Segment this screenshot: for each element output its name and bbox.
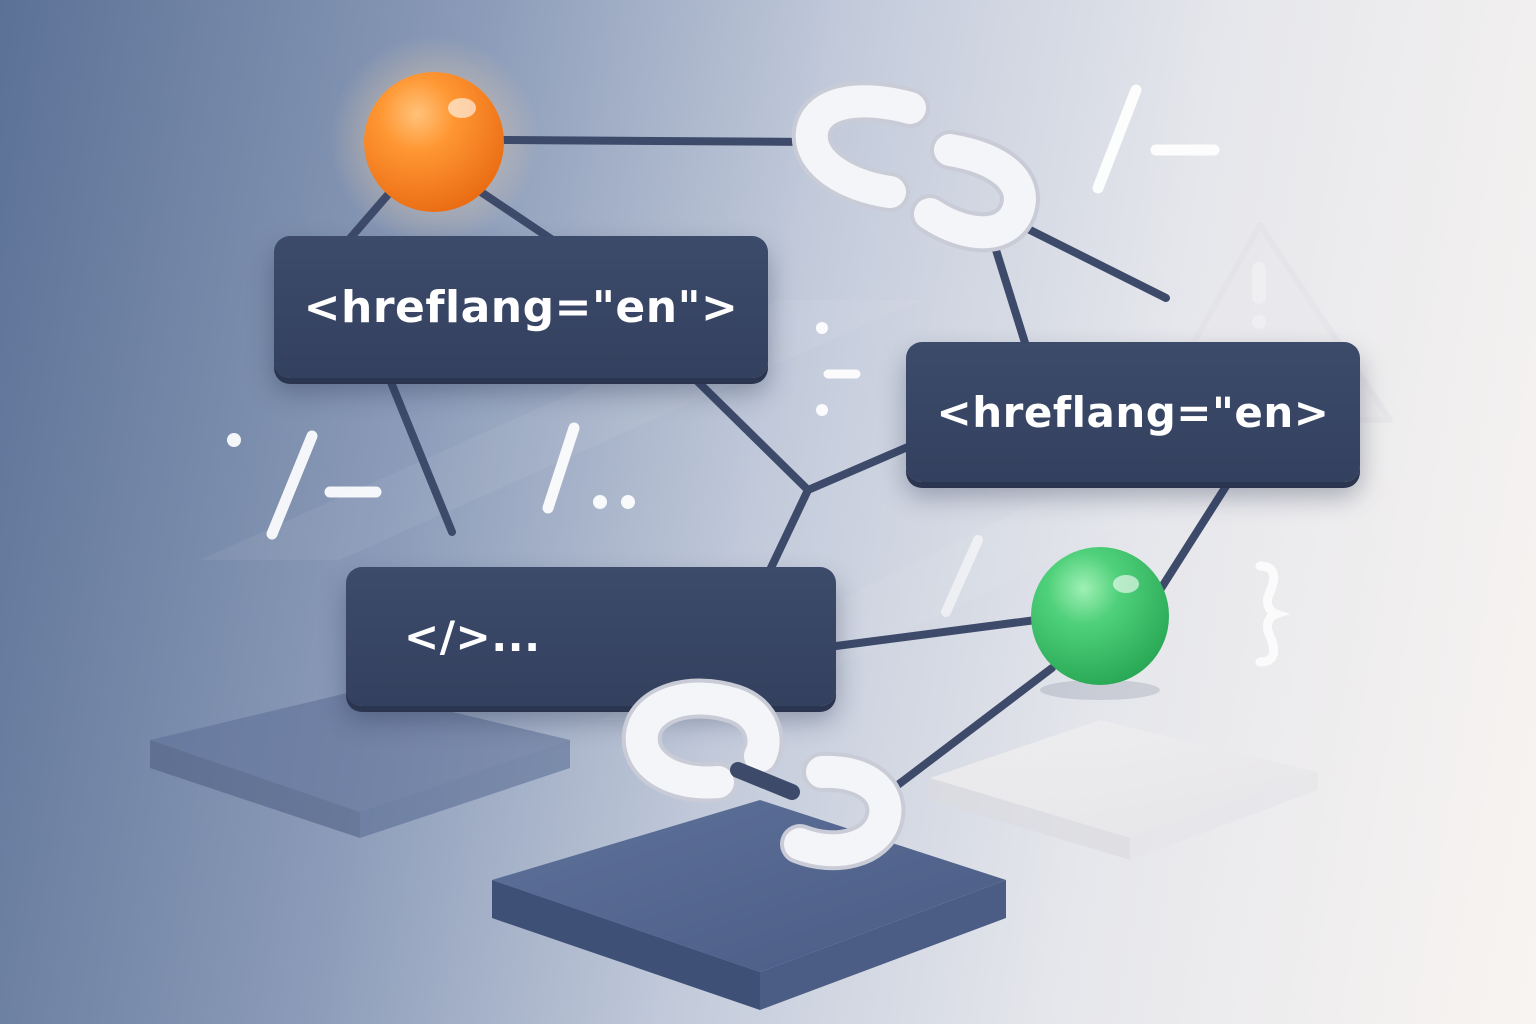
connector-orange-to-link [496,136,816,146]
dot-mark [816,404,828,416]
connector-junction-to-box2 [804,442,914,494]
dot-mark [816,322,828,334]
slash-mark [542,422,580,514]
green-node-icon [1031,547,1169,700]
connector-box1-to-junction [686,370,812,494]
chain-link-icon-bottom [621,678,906,871]
dot-mark [593,495,607,509]
connector-orange-to-box1-right [474,186,564,249]
connector-box1-down [382,366,456,536]
connector-box2-to-green [1156,476,1234,594]
slash-mark [266,430,318,540]
connector-green-to-chain [874,664,1056,804]
connector-link-to-box2 [992,246,1030,350]
code-text: </>... [404,612,541,661]
curly-brace-mark [1255,561,1291,667]
dot-mark [227,433,241,447]
platform-right [930,720,1318,860]
slash-mark [1092,84,1142,194]
code-text: <hreflang="en"> [303,281,739,333]
orange-node-icon [364,72,504,212]
platform-left [150,690,570,838]
code-text: <hreflang="en> [936,387,1330,437]
code-box-closing-tag: </>... [346,567,836,706]
connector-box3-to-green [832,616,1040,650]
chain-link-icon-top [791,81,1040,253]
slash-mark [941,535,983,617]
code-box-hreflang-right: <hreflang="en> [906,342,1360,482]
dot-mark [621,495,635,509]
connector-junction-to-box3 [766,486,812,574]
code-box-hreflang-top: <hreflang="en"> [274,236,768,378]
